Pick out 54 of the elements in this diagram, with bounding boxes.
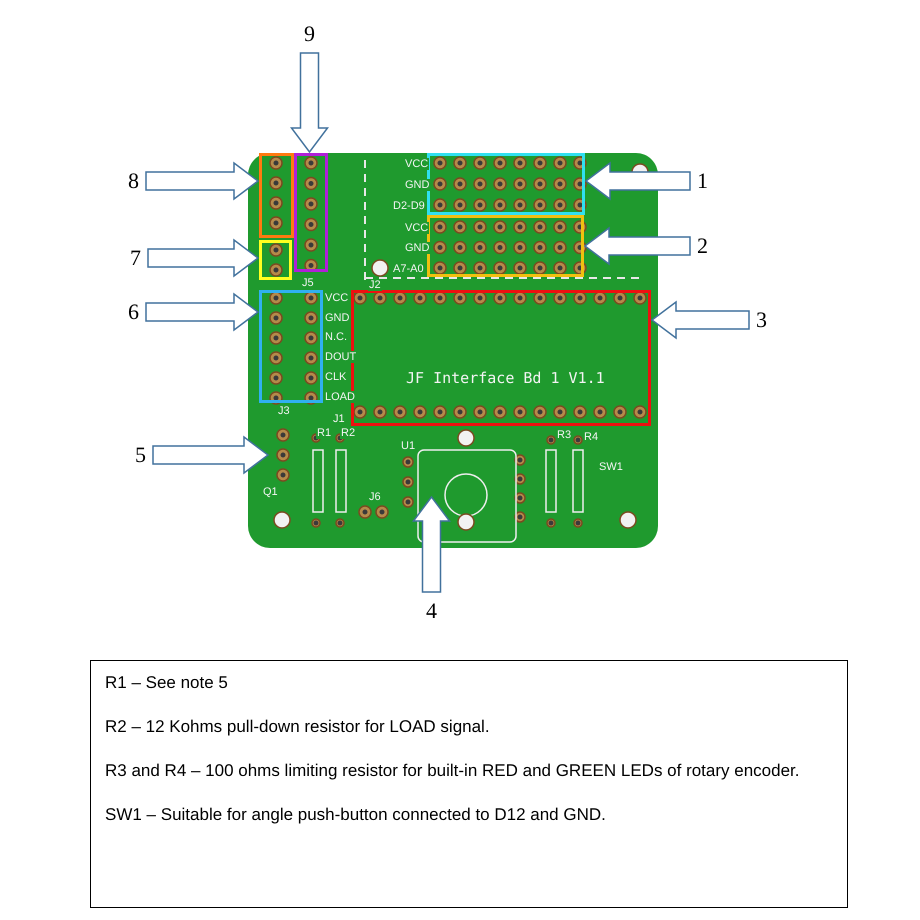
silkscreen-label: J5 [301, 277, 315, 289]
highlight-frame [259, 240, 292, 280]
callout-arrow [152, 436, 270, 474]
note-text: R1 – See note 5 [105, 672, 229, 694]
silkscreen-label: R4 [583, 431, 600, 443]
silkscreen-label: N.C. [324, 331, 348, 343]
note-text: R3 and R4 – 100 ohms limiting resistor for built-in RED and GREEN LEDs of rotary encoder. [105, 760, 800, 782]
silkscreen-label: R1 [316, 427, 332, 439]
callout-arrow [584, 162, 691, 200]
highlight-frame [259, 153, 294, 238]
silkscreen-label: VCC [404, 222, 430, 234]
callout-arrow [412, 496, 451, 593]
silkscreen-label: GND [404, 179, 430, 191]
callout-number: 8 [128, 169, 139, 193]
highlight-frame [259, 290, 323, 403]
silkscreen-label: J6 [368, 491, 382, 503]
callout-arrow [145, 162, 260, 200]
silkscreen-label: J1 [332, 413, 346, 425]
callout-number: 9 [304, 22, 315, 46]
silkscreen-label: J3 [277, 405, 291, 417]
note-text: R2 – 12 Kohms pull-down resistor for LOAD signal. [105, 716, 491, 738]
callout-number: 2 [697, 234, 708, 258]
callout-number: 3 [756, 308, 767, 332]
note-text: SW1 – Suitable for angle push-button connected to D12 and GND. [105, 804, 607, 826]
silkscreen-label: VCC [404, 158, 430, 170]
silkscreen-label: DOUT [324, 351, 358, 363]
silkscreen-label: J2 [368, 279, 382, 291]
callout-number: 6 [128, 300, 139, 324]
notes-box [90, 660, 848, 908]
silkscreen-label: D2-D9 [392, 200, 426, 212]
highlight-frame [427, 215, 584, 277]
silkscreen-label: CLK [324, 371, 348, 383]
silkscreen-label: R3 [556, 429, 572, 441]
highlight-frame [294, 153, 328, 272]
callout-number: 4 [426, 599, 437, 623]
silkscreen-label: Q1 [262, 486, 279, 498]
silkscreen-label: R2 [340, 427, 356, 439]
silkscreen-label: A7-A0 [392, 263, 425, 275]
callout-arrow [584, 226, 691, 266]
silkscreen-label: U1 [400, 440, 416, 452]
silkscreen-label: GND [404, 242, 430, 254]
highlight-frame [427, 153, 585, 215]
silkscreen-label: GND [324, 312, 350, 324]
silkscreen-label: SW1 [598, 461, 624, 473]
callout-arrow [145, 292, 260, 332]
silkscreen-label: JF Interface Bd 1 V1.1 [405, 370, 606, 386]
callout-arrow [650, 300, 750, 340]
callout-arrow [147, 238, 260, 278]
silkscreen-label: VCC [324, 292, 350, 304]
callout-number: 1 [697, 169, 708, 193]
callout-number: 5 [135, 443, 146, 467]
silkscreen-label: LOAD [324, 391, 356, 403]
callout-arrow [290, 52, 329, 154]
callout-number: 7 [130, 246, 141, 270]
